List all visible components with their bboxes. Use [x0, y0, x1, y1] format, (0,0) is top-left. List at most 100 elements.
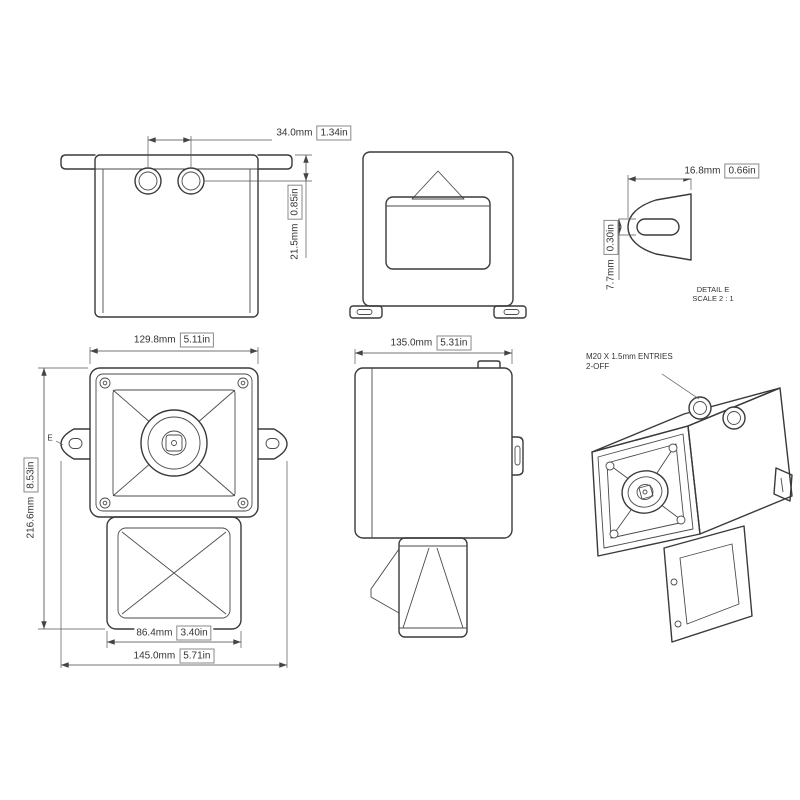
rear-bracket-triangle: [411, 170, 465, 200]
detail-scale: SCALE 2 : 1: [692, 294, 734, 303]
detail-callout-e: E: [47, 433, 53, 443]
detail-callout-leader: [55, 440, 64, 446]
screw-icon: [99, 377, 111, 389]
iso-gland-right: [722, 406, 746, 430]
screw-dot: [240, 500, 246, 506]
iso-center-ring-inner: [636, 484, 654, 500]
iso-center-ring-outer: [621, 470, 669, 514]
horn-diagonal: [112, 461, 153, 497]
dim-mm-value: 16.8mm: [684, 165, 721, 177]
dim-in-value: 0.66in: [724, 163, 760, 179]
dim-body-width-lines: [106, 631, 242, 648]
side-horn-taper: [402, 547, 430, 629]
dim-mm-value: 34.0mm: [276, 127, 313, 139]
dim-front-width: 129.8mm 5.11in: [131, 332, 217, 348]
screw-dot: [240, 380, 246, 386]
note-leader: [661, 373, 700, 400]
dim-mm-value: 145.0mm: [133, 650, 176, 662]
rear-left-foot-slot: [356, 309, 373, 315]
iso-gland-left-inner: [693, 401, 707, 415]
dim-depth-lines: [354, 349, 513, 364]
entries-note: M20 X 1.5mm ENTRIES 2-OFF: [586, 352, 673, 372]
dim-depth: 135.0mm 5.31in: [388, 335, 474, 351]
screw-dot: [102, 500, 108, 506]
top-view-body: [94, 154, 259, 318]
iso-center-ring-mid: [627, 476, 663, 508]
dim-mm-value: 216.6mm: [25, 496, 37, 539]
iso-bracket-outer: [663, 525, 753, 643]
horn-center-dot: [171, 440, 177, 446]
dim-lug-slot: 7.7mm 0.30in: [603, 218, 619, 292]
dim-mm-value: 135.0mm: [390, 337, 433, 349]
dim-in-value: 3.40in: [176, 625, 212, 641]
horn-mouth-square: [112, 389, 236, 497]
iso-top-face: [591, 387, 781, 453]
side-horn-flare: [370, 548, 400, 614]
rear-right-foot-slot: [503, 309, 520, 315]
dim-mm-value: 7.7mm: [605, 259, 617, 290]
dim-in-value: 0.85in: [287, 184, 303, 220]
isometric-view: [591, 373, 793, 643]
screw-dot: [102, 380, 108, 386]
dim-body-width: 86.4mm 3.40in: [134, 625, 214, 641]
detail-title: DETAIL E: [696, 285, 730, 294]
entries-note-line1: M20 X 1.5mm ENTRIES: [586, 352, 673, 361]
lower-body-cross: [121, 531, 227, 615]
iso-center-dot: [642, 489, 648, 495]
entries-note-line2: 2-OFF: [586, 362, 610, 371]
screw-icon: [670, 578, 678, 586]
cable-entry-left-inner: [138, 171, 158, 191]
front-left-lug-slot: [68, 438, 83, 449]
dim-lug-width: 16.8mm 0.66in: [682, 163, 762, 179]
top-view-left-tab: [60, 154, 96, 170]
screw-icon: [237, 497, 249, 509]
rear-inner-panel: [385, 196, 491, 270]
dim-entry-depth: 21.5mm 0.85in: [287, 182, 303, 262]
side-body: [354, 367, 513, 539]
screw-icon: [605, 461, 615, 471]
dim-overall-height-lines: [38, 367, 105, 630]
side-horn-body: [398, 537, 468, 638]
dim-in-value: 1.34in: [316, 125, 352, 141]
iso-side-tab: [773, 467, 793, 502]
detail-label: DETAIL E SCALE 2 : 1: [692, 285, 734, 303]
iso-horn-face: [591, 425, 701, 557]
horn-center-ring-mid: [147, 416, 201, 470]
front-right-lug-slot: [265, 438, 280, 449]
screw-icon: [676, 515, 686, 525]
dim-in-value: 5.11in: [179, 332, 215, 348]
front-left-lug: [60, 428, 91, 460]
iso-bracket-inner: [679, 543, 740, 625]
horn-diagonal: [112, 389, 153, 425]
side-gland-boss: [477, 360, 501, 369]
dim-lug-width-lines: [627, 175, 692, 218]
top-view: [60, 154, 293, 318]
dim-in-value: 0.30in: [603, 220, 619, 256]
iso-horn-inner1: [597, 433, 694, 549]
horn-center-ring-inner: [161, 430, 187, 456]
screw-icon: [237, 377, 249, 389]
screw-icon: [674, 620, 682, 628]
front-right-lug: [257, 428, 288, 460]
side-lug: [511, 436, 524, 476]
dim-in-value: 5.31in: [436, 335, 472, 351]
horn-center-ring-outer: [140, 409, 208, 477]
dim-lug-slot-lines: [615, 218, 636, 280]
detail-lug-slot: [636, 218, 680, 236]
lower-body-inner: [117, 527, 231, 619]
dim-mm-value: 21.5mm: [289, 223, 301, 260]
cable-entry-right-inner: [181, 171, 201, 191]
side-horn-taper: [436, 547, 464, 629]
rear-view: [349, 151, 527, 319]
screw-icon: [609, 529, 619, 539]
horn-flare-second: [95, 373, 253, 512]
iso-gland-right-inner: [727, 411, 741, 425]
front-view: [55, 367, 288, 630]
screw-icon: [99, 497, 111, 509]
detail-view: [627, 193, 692, 261]
rear-left-foot: [349, 305, 383, 319]
dim-in-value: 5.71in: [179, 648, 215, 664]
detail-lug-outline: [627, 193, 692, 261]
